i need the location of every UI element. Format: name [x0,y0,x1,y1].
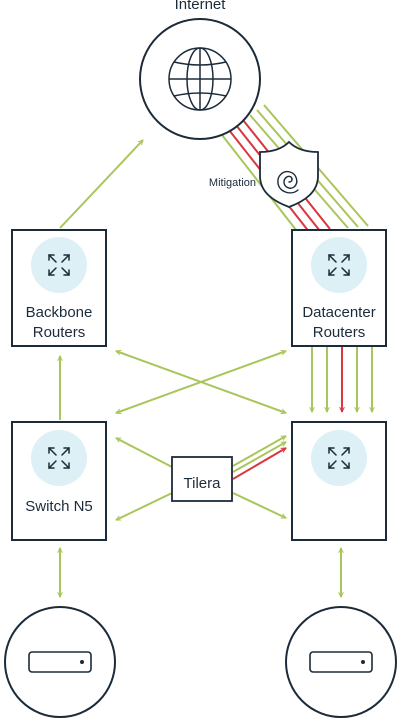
router-arrows-icon [30,236,88,294]
datacenter-routers-box [291,229,387,347]
server-left-node [4,606,116,718]
tilera-links [116,435,286,521]
switch-n5-label: Switch N5 [25,498,93,515]
backbone-routers-label-line1: Backbone [25,304,93,321]
router-arrows-icon [30,429,88,487]
switch-n5-box [11,421,107,541]
tilera-box [171,456,233,502]
spiral-icon [277,170,299,194]
router-arrows-icon [310,429,368,487]
server-icon [309,651,373,673]
datacenter-routers-label-line2: Routers [312,324,366,341]
backbone-routers-label-line2: Routers [32,324,86,341]
datacenter-routers-label: Datacenter Routers [292,303,386,343]
datacenter-routers-label-line1: Datacenter [302,304,376,321]
internet-label: Internet [174,0,226,13]
mitigation-label: Mitigation [208,177,256,189]
cross-links [116,351,286,413]
datacenter-downlinks [312,347,372,412]
backbone-to-internet-link [59,140,143,229]
backbone-routers-box [11,229,107,347]
tilera-label: Tilera [183,475,221,492]
router-arrows-icon [310,236,368,294]
server-right-node [285,606,397,718]
server-icon [28,651,92,673]
internet-node [139,18,261,140]
backbone-routers-label: Backbone Routers [12,303,106,343]
globe-icon [168,47,232,111]
datacenter-switch-box [291,421,387,541]
mitigation-shield [259,140,319,208]
